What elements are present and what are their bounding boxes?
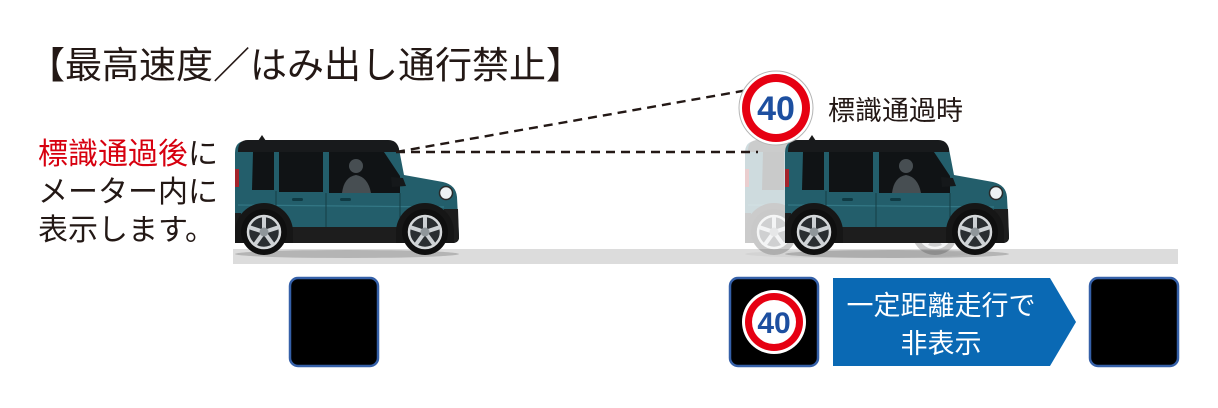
speed-limit-sign-icon: 40 xyxy=(738,70,814,146)
caption-line-1: 標識通過後に xyxy=(38,137,218,172)
sign-passing-label: 標識通過時 xyxy=(828,96,963,127)
arrow-shape xyxy=(833,278,1076,366)
meter-display-before xyxy=(288,276,380,368)
meter-sign-inner xyxy=(752,300,796,344)
caption-line-2: メーター内に xyxy=(38,175,218,210)
meter-display-after xyxy=(1088,276,1180,368)
page-title: 【最高速度／はみ出し通行禁止】 xyxy=(28,44,583,87)
meter-display-with-sign: 40 xyxy=(728,276,820,368)
car-passing-sign xyxy=(785,135,1009,258)
caption-line-3: 表示します。 xyxy=(38,213,215,248)
car-approaching xyxy=(235,135,459,258)
arrow-text-line-2: 非表示 xyxy=(901,329,982,360)
caption-highlight: 標識通過後 xyxy=(38,137,188,172)
caption-line-1-rest: に xyxy=(188,137,218,172)
hide-after-distance-arrow: 一定距離走行で 非表示 xyxy=(833,278,1076,366)
sign-speed-value: 40 xyxy=(757,90,795,128)
meter-sign-value: 40 xyxy=(757,307,790,340)
sight-line-to-sign xyxy=(395,88,749,154)
arrow-text-line-1: 一定距離走行で xyxy=(847,291,1036,322)
sign-inner xyxy=(750,82,802,134)
